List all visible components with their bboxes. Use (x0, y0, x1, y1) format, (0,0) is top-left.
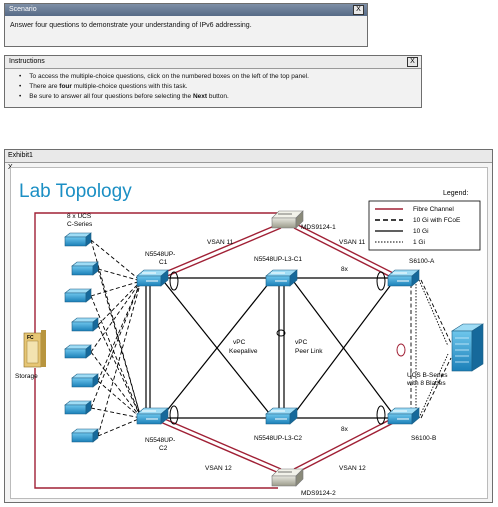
fcoe-link (90, 239, 142, 282)
fcoe-link (97, 280, 142, 382)
fcoe-link (90, 280, 142, 353)
fcoe-link (97, 324, 142, 419)
instruction-item-2: There are four multiple-choice questions… (19, 82, 421, 92)
mds-9124-1-icon (271, 210, 304, 229)
n5548up-c1-icon (136, 269, 169, 287)
fcoe-link (97, 268, 142, 282)
l3-c2-label: N5548UP-L3-C2 (254, 435, 302, 442)
topology-diagram: Lab Topology Legend: Fibre Channel 10 Gi… (15, 181, 485, 497)
mds-9124-2-icon (271, 468, 304, 487)
fcoe-link (90, 295, 142, 419)
n5548up-c2-icon (136, 407, 169, 425)
ucs-b-label-1: UCS B-Series (407, 372, 448, 379)
storage-label: Storage (15, 373, 38, 380)
scenario-text: Answer four questions to demonstrate you… (10, 22, 252, 29)
vsan12-left-label: VSAN 12 (205, 465, 232, 472)
s6100-b-icon (387, 407, 420, 425)
n5k-c2-label-1: N5548UP- (145, 437, 175, 444)
instructions-panel: Instructions X To access the multiple-ch… (4, 55, 422, 108)
s6100-a-icon (387, 269, 420, 287)
instruction-item-3: Be sure to answer all four questions bef… (19, 92, 421, 102)
ucs-c-series-server (64, 344, 92, 359)
fcoe-link (97, 380, 142, 419)
vsan12-right-label: VSAN 12 (339, 465, 366, 472)
exhibit-title: Exhibit1 (8, 152, 33, 159)
vsan11-left-label: VSAN 11 (207, 239, 234, 246)
ucs-c-label-line2: C-Series (67, 221, 93, 228)
fcoe-link (97, 268, 142, 419)
scenario-title: Scenario (9, 6, 37, 13)
instruction-item-1: To access the multiple-choice questions,… (19, 72, 421, 82)
vpc-peer-label-2: Peer Link (295, 348, 323, 355)
fc-tag: FC (27, 335, 34, 341)
l3-c1-label: N5548UP-L3-C1 (254, 256, 302, 263)
instructions-title: Instructions (9, 58, 45, 65)
legend-1gi-label: 1 Gi (413, 239, 425, 246)
fcoe-link (97, 417, 142, 437)
storage-icon: FC (23, 330, 46, 368)
mds-1-label: MDS9124-1 (301, 224, 336, 231)
legend: Legend: Fibre Channel 10 Gi with FCoE 10… (368, 190, 481, 251)
link-count-top: 8x (341, 266, 349, 273)
n5k-c2-label-2: C2 (159, 445, 168, 452)
topology-canvas: Lab Topology Legend: Fibre Channel 10 Gi… (10, 167, 488, 499)
ucs-c-series-server (64, 232, 92, 247)
n5548up-l3-c1-icon (265, 269, 298, 287)
n5548up-l3-c2-icon (265, 407, 298, 425)
vpc-keepalive-label-1: vPC (233, 339, 246, 346)
vpc-peer-label-1: vPC (295, 339, 308, 346)
s6100-a-label: S6100-A (409, 258, 435, 265)
legend-fc-label: Fibre Channel (413, 206, 454, 213)
instructions-close-button[interactable]: X (407, 57, 418, 67)
ucs-c-series-server (64, 400, 92, 415)
legend-fcoe-label: 10 Gi with FCoE (413, 217, 461, 224)
scenario-panel: Scenario X Answer four questions to demo… (4, 3, 368, 47)
exhibit-header: Exhibit1 X (5, 150, 492, 171)
fcoe-link (97, 280, 142, 437)
mds-2-label: MDS9124-2 (301, 490, 336, 497)
scenario-header: Scenario X (5, 4, 367, 16)
fcoe-link (90, 351, 142, 419)
fcoe-link (97, 280, 142, 326)
fcoe-link (90, 407, 142, 419)
fcoe-server-links (90, 239, 142, 437)
ucs-b-series-chassis-icon (450, 323, 485, 372)
ucs-c-series-server (71, 317, 99, 332)
ucs-c-series-server (71, 428, 99, 443)
ucs-b-links (410, 279, 452, 419)
fcoe-link (90, 280, 142, 297)
10gi-links (145, 277, 397, 419)
instructions-header: Instructions X (5, 56, 421, 69)
legend-title: Legend: (443, 190, 468, 197)
fcoe-link (90, 239, 142, 419)
instructions-list: To access the multiple-choice questions,… (19, 72, 421, 102)
ucs-b-label-2: with 8 Blades (406, 380, 446, 387)
port-channel-ellipses (169, 271, 406, 425)
scenario-close-button[interactable]: X (353, 5, 364, 15)
ucs-c-series-server (71, 261, 99, 276)
s6100-b-label: S6100-B (411, 435, 436, 442)
n5k-c1-label-2: C1 (159, 259, 168, 266)
exhibit-panel: Exhibit1 X (4, 149, 493, 503)
vsan11-right-label: VSAN 11 (339, 239, 366, 246)
ucs-c-series-group (64, 232, 99, 443)
ucs-c-series-server (64, 288, 92, 303)
link-count-bottom: 8x (341, 426, 349, 433)
fcoe-link (90, 280, 142, 409)
ucs-c-series-server (71, 373, 99, 388)
legend-10gi-label: 10 Gi (413, 228, 429, 235)
n5k-c1-label-1: N5548UP- (145, 251, 175, 258)
diagram-title: Lab Topology (19, 181, 132, 202)
ucs-c-label-line1: 8 x UCS (67, 213, 92, 220)
vpc-keepalive-label-2: Keepalive (229, 348, 258, 355)
